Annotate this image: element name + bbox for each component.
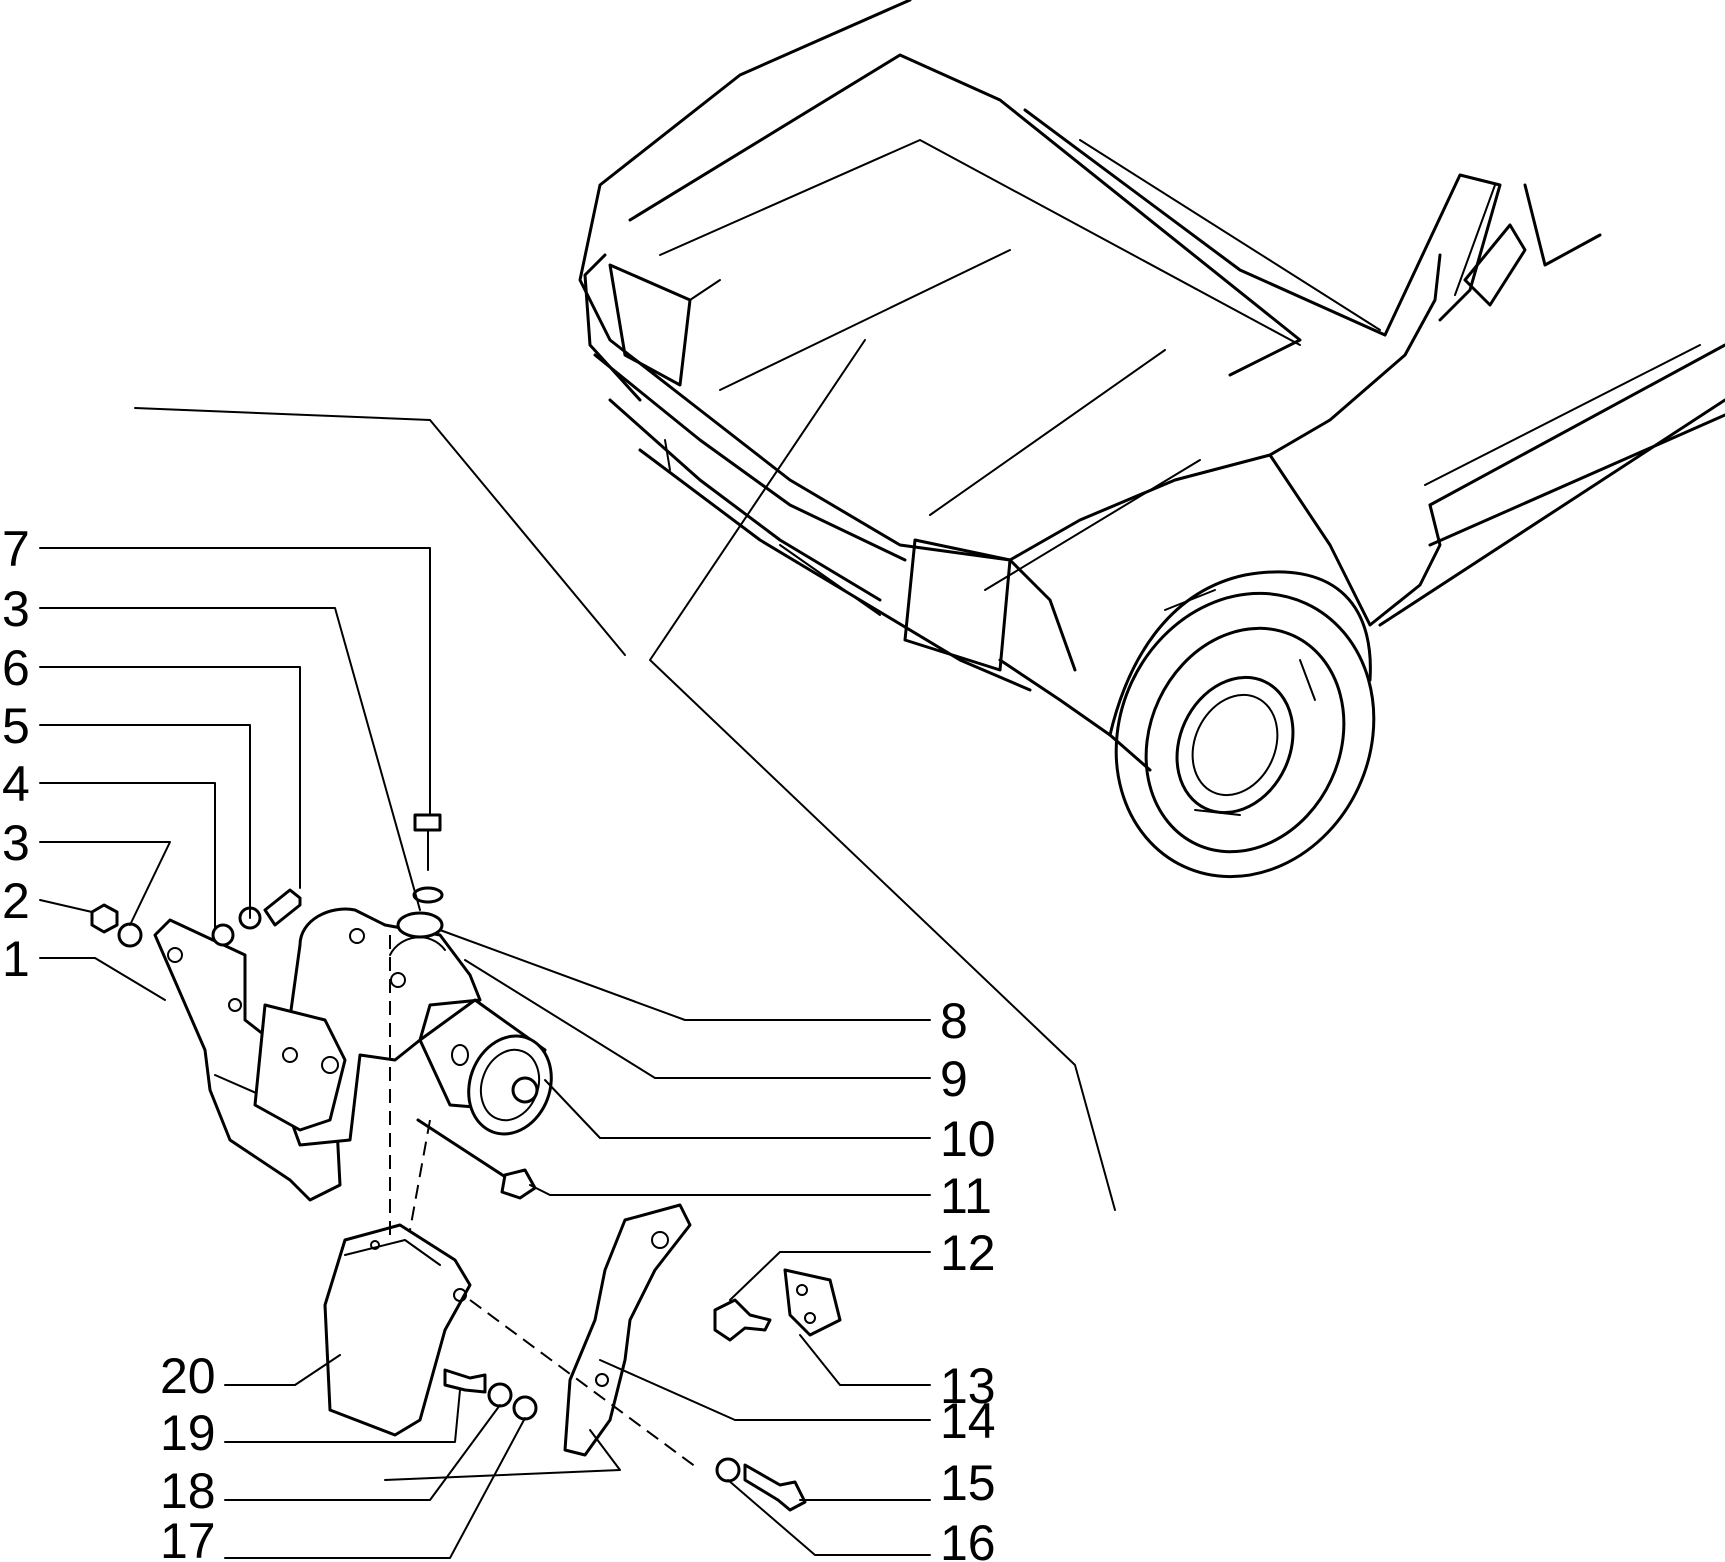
callout-11: 11 bbox=[940, 1168, 992, 1224]
pointer-lines bbox=[134, 339, 1116, 1211]
washer-part-18 bbox=[487, 1382, 513, 1408]
callout-12: 12 bbox=[940, 1225, 996, 1281]
callout-19: 19 bbox=[160, 1405, 216, 1461]
car-front-illustration bbox=[578, 0, 1725, 879]
bolt-part-15 bbox=[743, 1463, 807, 1512]
rubber-bushing bbox=[418, 998, 553, 1136]
bolt-part-12 bbox=[713, 1298, 772, 1342]
callout-2: 2 bbox=[2, 873, 30, 929]
callout-16: 16 bbox=[940, 1515, 996, 1562]
washer-part-16 bbox=[715, 1457, 741, 1483]
callout-7: 7 bbox=[2, 521, 30, 577]
callout-labels: 7 3 6 5 4 3 2 1 8 9 10 11 12 13 14 15 16… bbox=[2, 521, 996, 1562]
washer-part-8 bbox=[396, 911, 444, 939]
callout-1: 1 bbox=[2, 931, 30, 987]
bolt-part-7 bbox=[412, 813, 444, 904]
arm-bracket-part-14 bbox=[563, 1203, 692, 1457]
callout-18: 18 bbox=[160, 1463, 216, 1519]
callout-10: 10 bbox=[940, 1111, 996, 1167]
callout-13: 13 bbox=[940, 1358, 996, 1414]
callout-15: 15 bbox=[940, 1455, 996, 1511]
callout-3-lower: 3 bbox=[2, 815, 30, 871]
callout-6: 6 bbox=[2, 640, 30, 696]
callout-leaders bbox=[39, 547, 931, 1559]
bolt-part-11 bbox=[416, 1118, 537, 1200]
callout-5: 5 bbox=[2, 698, 30, 754]
engine-mount-assembly bbox=[90, 813, 842, 1512]
bolt-part-19 bbox=[443, 1368, 487, 1394]
lower-bracket-part-20 bbox=[323, 1223, 472, 1437]
washer-part-17 bbox=[512, 1395, 538, 1421]
small-hardware bbox=[90, 888, 302, 948]
mount-housing bbox=[253, 907, 482, 1147]
callout-14: 14 bbox=[940, 1393, 996, 1449]
callout-9: 9 bbox=[940, 1051, 968, 1107]
callout-20: 20 bbox=[160, 1348, 216, 1404]
bracket-part-13 bbox=[783, 1268, 842, 1337]
callout-17: 17 bbox=[160, 1513, 216, 1562]
callout-3-upper: 3 bbox=[2, 581, 30, 637]
callout-4: 4 bbox=[2, 756, 30, 812]
callout-8: 8 bbox=[940, 993, 968, 1049]
